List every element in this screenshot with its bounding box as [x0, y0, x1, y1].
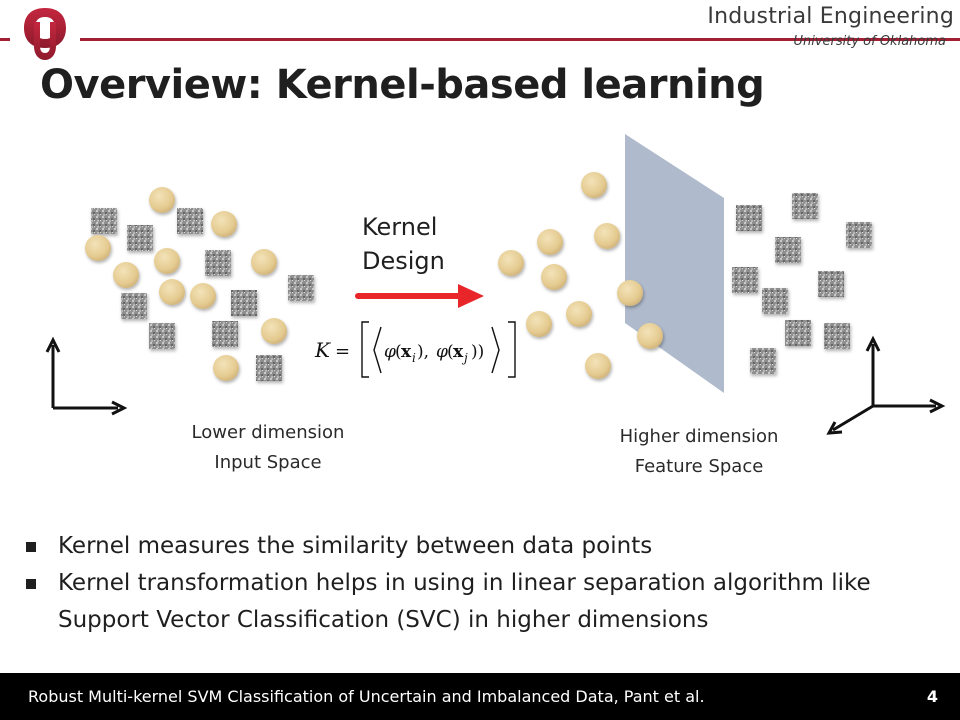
square-marker: [121, 293, 147, 319]
kernel-label-line1: Kernel: [362, 213, 438, 241]
circle-marker: [537, 229, 563, 255]
header-rule: [0, 38, 960, 41]
right-squares: [732, 193, 872, 374]
university-logo: [10, 2, 80, 64]
bullet-item: Kernel measures the similarity between d…: [20, 528, 940, 565]
circle-marker: [261, 318, 287, 344]
square-bullet-icon: [26, 579, 36, 589]
org-subtitle: University of Oklahoma: [793, 34, 946, 49]
svg-text:(: (: [447, 342, 454, 362]
circle-marker: [190, 283, 216, 309]
square-marker: [750, 348, 776, 374]
square-marker: [212, 321, 238, 347]
bullet-item: Kernel transformation helps in using in …: [20, 565, 940, 639]
svg-text:(: (: [395, 342, 402, 362]
input-caption-line2: Input Space: [214, 452, 322, 473]
circle-marker: [251, 249, 277, 275]
feature-space-caption: Higher dimension Feature Space: [596, 422, 802, 482]
input-caption-line1: Lower dimension: [191, 422, 345, 443]
bullet-text: Kernel transformation helps in using in …: [58, 570, 871, 633]
square-bullet-icon: [26, 542, 36, 552]
square-marker: [846, 222, 872, 248]
circle-marker: [498, 250, 524, 276]
svg-text:),: ),: [417, 342, 429, 362]
circle-marker: [581, 172, 607, 198]
square-marker: [824, 323, 850, 349]
kernel-diagram: K = φ ( x i ), φ ( x j )): [45, 134, 946, 435]
square-marker: [177, 208, 203, 234]
svg-text:K: K: [314, 338, 331, 362]
left-squares: [91, 208, 314, 381]
svg-text:i: i: [412, 351, 416, 365]
svg-text:)): )): [471, 342, 484, 362]
separating-plane: [625, 134, 724, 393]
bullet-text: Kernel measures the similarity between d…: [58, 533, 653, 559]
circle-marker: [154, 248, 180, 274]
input-space-caption: Lower dimension Input Space: [168, 418, 368, 478]
slide-title: Overview: Kernel-based learning: [40, 62, 765, 108]
circle-marker: [526, 311, 552, 337]
circle-marker: [213, 355, 239, 381]
svg-text:φ: φ: [384, 342, 396, 362]
square-marker: [231, 290, 257, 316]
org-title: Industrial Engineering: [707, 4, 954, 29]
circle-marker: [637, 323, 663, 349]
circle-marker: [617, 280, 643, 306]
square-marker: [91, 208, 117, 234]
left-axes: [45, 336, 128, 416]
kernel-arrow: [355, 284, 484, 308]
svg-text:=: =: [335, 341, 350, 362]
kernel-design-label: Kernel Design: [362, 210, 445, 278]
square-marker: [732, 267, 758, 293]
right-axes: [826, 335, 946, 435]
square-marker: [792, 193, 818, 219]
svg-text:x: x: [453, 342, 464, 362]
svg-text:φ: φ: [436, 342, 448, 362]
circle-marker: [149, 187, 175, 213]
square-marker: [149, 323, 175, 349]
square-marker: [205, 250, 231, 276]
circle-marker: [585, 353, 611, 379]
svg-text:x: x: [401, 342, 412, 362]
circle-marker: [85, 235, 111, 261]
footer-bar: Robust Multi-kernel SVM Classification o…: [0, 673, 960, 720]
circle-marker: [541, 264, 567, 290]
footer-citation: Robust Multi-kernel SVM Classification o…: [28, 687, 705, 706]
feature-caption-line1: Higher dimension: [619, 426, 779, 447]
circle-marker: [566, 301, 592, 327]
square-marker: [785, 320, 811, 346]
feature-caption-line2: Feature Space: [634, 456, 764, 477]
square-marker: [256, 355, 282, 381]
circle-marker: [159, 279, 185, 305]
bullet-list: Kernel measures the similarity between d…: [20, 528, 940, 639]
circle-marker: [594, 223, 620, 249]
svg-text:j: j: [461, 351, 468, 365]
right-circles: [498, 172, 663, 379]
square-marker: [288, 275, 314, 301]
square-marker: [736, 205, 762, 231]
circle-marker: [113, 262, 139, 288]
square-marker: [775, 237, 801, 263]
square-marker: [762, 288, 788, 314]
square-marker: [127, 225, 153, 251]
left-circles: [85, 187, 287, 381]
kernel-label-line2: Design: [362, 247, 445, 275]
square-marker: [818, 271, 844, 297]
kernel-formula: K = φ ( x i ), φ ( x j )): [314, 321, 516, 378]
circle-marker: [211, 211, 237, 237]
page-number: 4: [926, 687, 938, 706]
